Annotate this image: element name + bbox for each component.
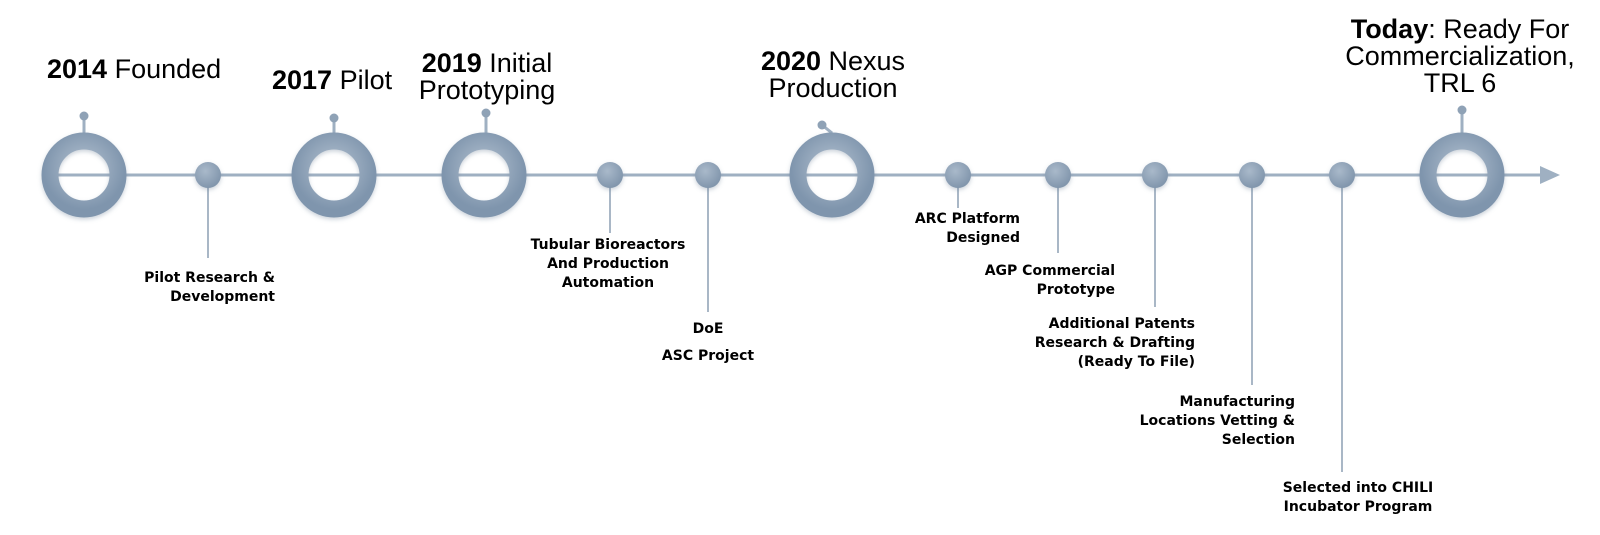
event-line: Pilot Research & [144,270,275,286]
event-chili-label: Selected into CHILI Incubator Program [1255,479,1461,517]
milestone-2020-label: 2020 Nexus Production [748,48,918,102]
minor-marker-tubular-bioreactors [597,162,623,233]
event-additional-patents-label: Additional Patents Research & Drafting (… [1005,315,1195,372]
major-marker-today [1419,105,1505,218]
milestone-year: Today [1350,14,1429,44]
event-arc-platform-label: ARC Platform Designed [880,210,1020,248]
milestone-year: 2014 [47,54,108,84]
event-manufacturing-label: Manufacturing Locations Vetting & Select… [1105,393,1295,450]
event-line: Locations Vetting & [1139,413,1295,429]
event-line: Incubator Program [1283,499,1433,515]
event-line: Prototype [1036,282,1115,298]
minor-marker-manufacturing [1239,162,1265,385]
event-pilot-research-label: Pilot Research & Development [120,269,275,307]
event-line: DoE [692,321,724,337]
milestone-2019-label: 2019 Initial Prototyping [412,50,562,104]
timeline-arrowhead [1540,166,1560,184]
event-line: ASC Project [661,348,755,364]
event-tubular-bioreactors-label: Tubular Bioreactors And Production Autom… [515,236,701,293]
major-marker-2019 [441,108,527,218]
milestone-text: Initial [481,48,553,78]
event-line: Selected into CHILI [1282,480,1434,496]
minor-marker-doe-asc [695,162,721,312]
event-line: Research & Drafting [1034,335,1195,351]
milestone-year: 2017 [272,65,333,95]
major-marker-2020 [789,120,875,218]
event-line: Tubular Bioreactors [530,237,686,253]
minor-marker-additional-patents [1142,162,1168,307]
milestone-text: Founded [107,54,222,84]
event-agp-prototype-label: AGP Commercial Prototype [945,262,1115,300]
minor-marker-chili [1329,162,1355,472]
milestone-text: : Ready For [1428,14,1570,44]
milestone-text: Nexus [821,46,906,76]
milestone-year: 2019 [421,48,482,78]
event-line: ARC Platform [914,211,1020,227]
event-line: Designed [946,230,1020,246]
event-line: AGP Commercial [984,263,1115,279]
milestone-today-label: Today: Ready For Commercialization, TRL … [1336,16,1584,97]
event-doe-asc-label: DoE ASC Project [640,316,776,370]
event-line: Development [170,289,275,305]
event-line: Manufacturing [1179,394,1296,410]
milestone-year: 2020 [760,46,822,76]
event-line: And Production [547,256,669,272]
milestone-text: Pilot [332,65,393,95]
milestone-text-line2: Commercialization, [1345,41,1575,71]
event-line: (Ready To File) [1077,354,1195,370]
milestone-2017-label: 2017 Pilot [272,67,392,94]
event-line: Automation [561,275,655,291]
major-marker-2017 [291,113,377,218]
minor-marker-pilot-research [195,162,221,258]
milestone-text-line2: Prototyping [418,75,556,105]
event-line: Selection [1221,432,1295,448]
milestone-2014-label: 2014 Founded [47,56,221,83]
milestone-text-line3: TRL 6 [1423,68,1497,98]
minor-marker-arc-platform [945,162,971,208]
major-marker-2014 [41,111,127,218]
milestone-text-line2: Production [768,73,898,103]
minor-marker-agp-prototype [1045,162,1071,253]
event-line: Additional Patents [1048,316,1195,332]
